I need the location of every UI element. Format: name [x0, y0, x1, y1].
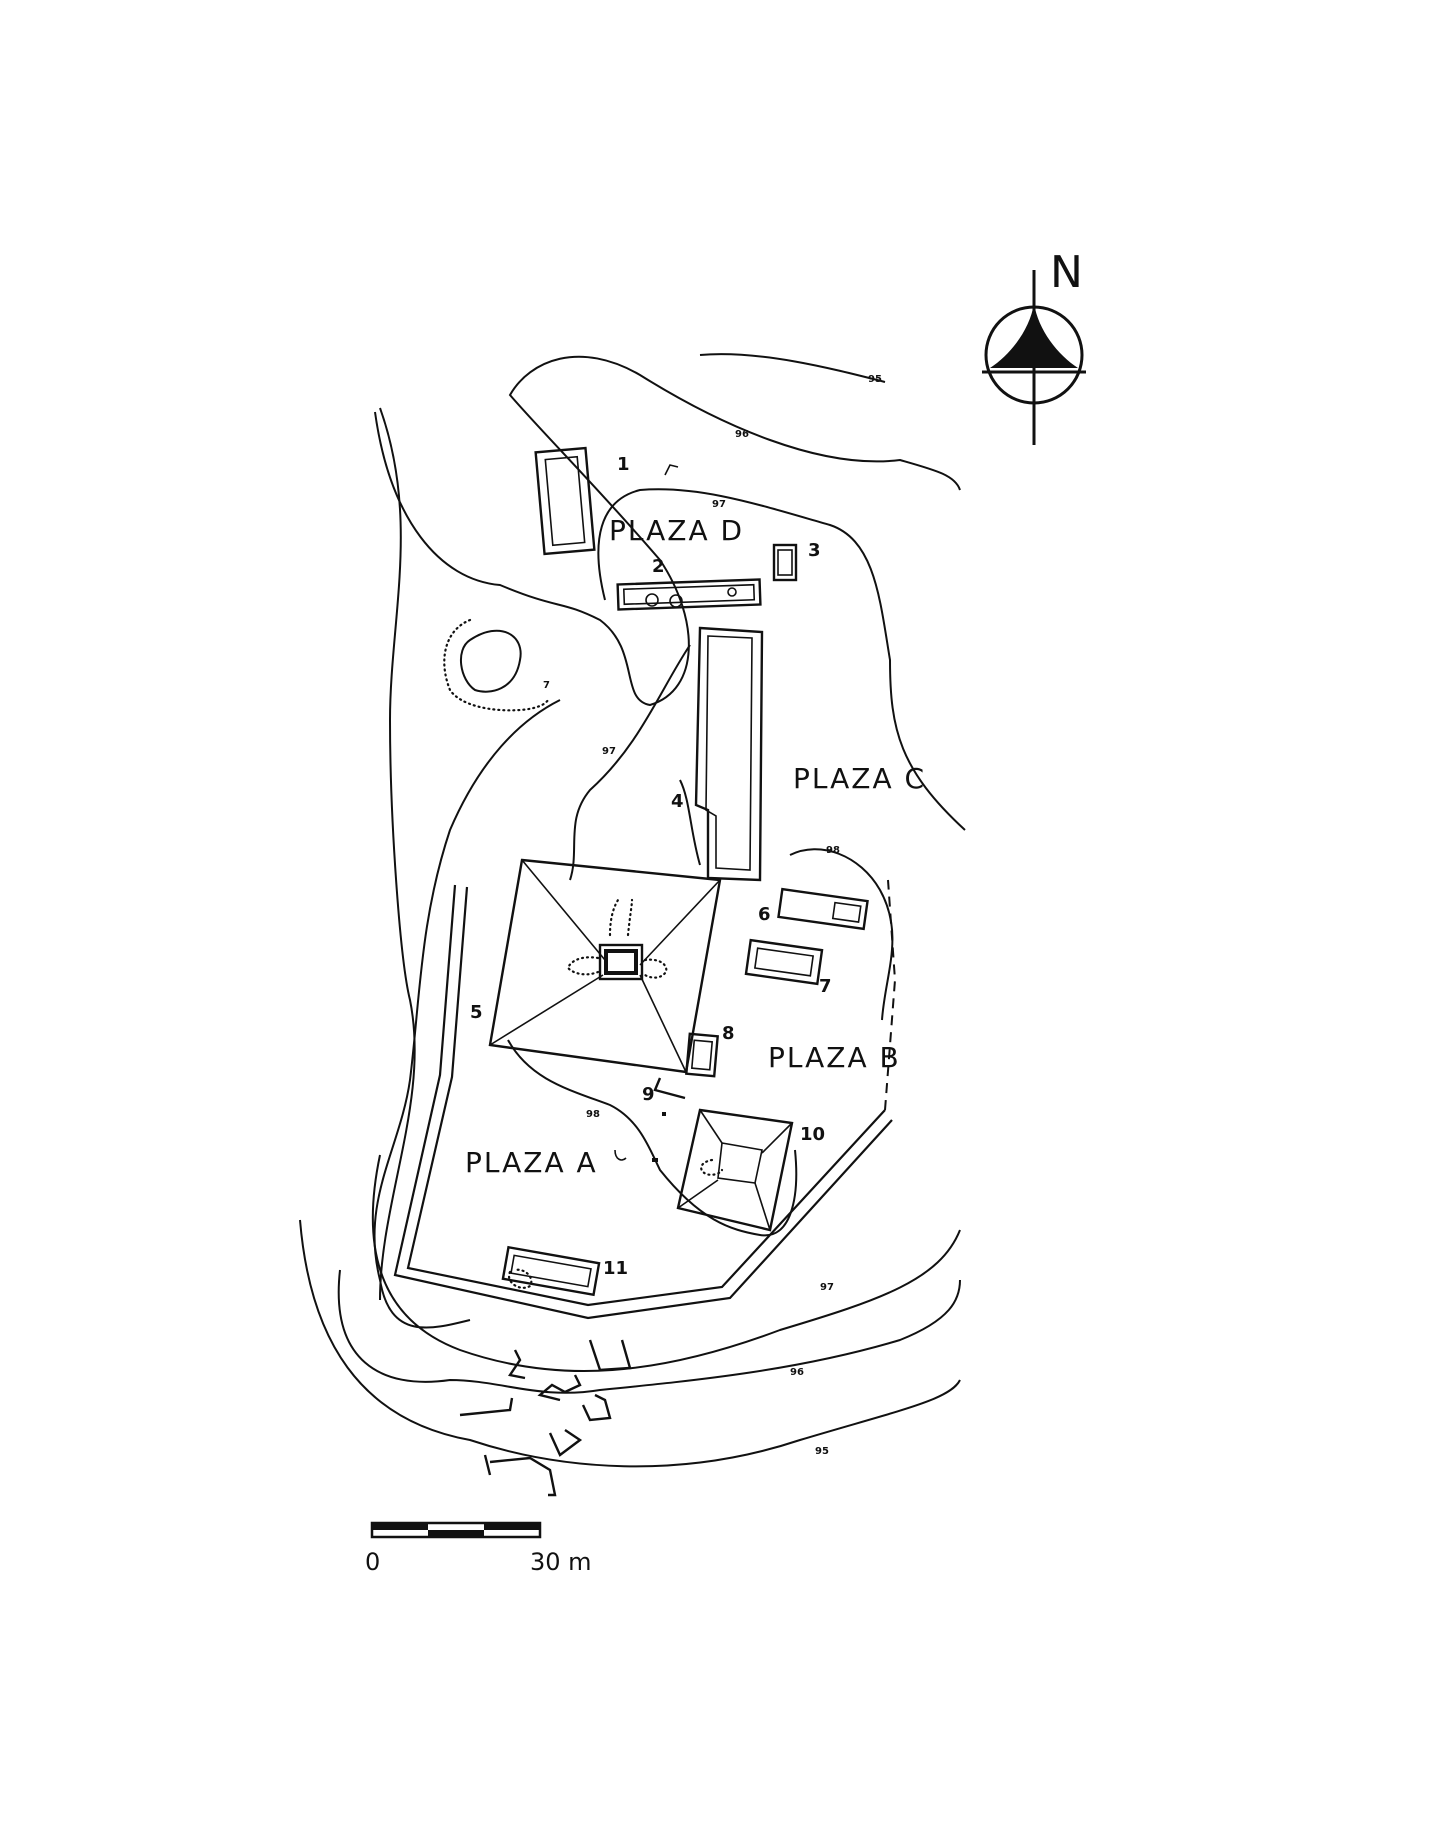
structure-2 [616, 578, 762, 611]
contour-label-96: 96 [735, 429, 749, 440]
scale-start-label: 0 [365, 1548, 380, 1576]
structure-number-11: 11 [603, 1258, 628, 1279]
structure-1 [534, 446, 596, 556]
contour-97-west [373, 699, 561, 1329]
structure-number-10: 10 [800, 1124, 825, 1145]
structure-3 [772, 543, 798, 582]
structure-4 [694, 626, 764, 882]
contour-labels: 95 96 97 98 97 98 97 96 95 7 [543, 374, 882, 1457]
structure-5-pyramid [488, 858, 722, 1074]
structure-number-5: 5 [470, 1002, 483, 1023]
structure-9 [614, 1077, 686, 1162]
plaza-b-label: PLAZA B [768, 1041, 901, 1074]
plaza-labels: PLAZA D PLAZA C PLAZA B PLAZA A [465, 514, 926, 1179]
structure-number-7: 7 [819, 976, 832, 997]
north-arrow: N [982, 247, 1086, 445]
structure-7 [744, 938, 824, 986]
structure-number-1: 1 [617, 454, 630, 475]
structure-8 [685, 1032, 719, 1078]
plaza-a-label: PLAZA A [465, 1146, 598, 1179]
marker-north [664, 464, 679, 476]
structure-number-8: 8 [722, 1023, 735, 1044]
scale-end-label: 30 m [530, 1548, 592, 1576]
structure-6 [777, 887, 869, 931]
north-label: N [1050, 247, 1083, 298]
structure-number-2: 2 [652, 556, 665, 577]
plaza-d-label: PLAZA D [609, 514, 744, 547]
contour-97-north [597, 488, 966, 831]
contour-98-center [679, 779, 701, 866]
contour-label-97-south: 97 [820, 1282, 834, 1293]
contour-97-south [371, 1154, 961, 1373]
plaza-c-label: PLAZA C [793, 762, 926, 795]
scale-bar: 0 30 m [365, 1521, 592, 1576]
enclosure-wall [393, 879, 897, 1320]
contour-far-west [379, 407, 416, 1301]
structure-11 [501, 1245, 601, 1297]
structure-number-6: 6 [758, 904, 771, 925]
contour-label-95: 95 [868, 374, 882, 385]
contour-96-south [337, 1269, 961, 1394]
structure-numbers: 1 2 3 4 5 6 7 8 9 10 11 [470, 454, 832, 1279]
contour-98-west [569, 644, 691, 881]
contour-label-95-south: 95 [815, 1446, 829, 1457]
contour-95-south [299, 1219, 961, 1468]
contour-label-97-west: 97 [602, 746, 616, 757]
structure-number-3: 3 [808, 540, 821, 561]
contour-label-98-plaza-a: 98 [586, 1109, 600, 1120]
contour-95-north [699, 353, 886, 383]
contour-label-98: 98 [826, 845, 840, 856]
contour-label-97: 97 [712, 499, 726, 510]
structure-number-4: 4 [671, 791, 684, 812]
pond-outline [459, 629, 522, 693]
structure-number-9: 9 [642, 1084, 655, 1105]
contour-96-north [374, 355, 961, 707]
contour-98-south [507, 1039, 798, 1237]
dotted-depression [443, 618, 550, 712]
contour-98-east [789, 848, 894, 1021]
structure-10-pyramid [676, 1108, 794, 1232]
outer-structures-south [459, 1339, 632, 1497]
contour-label-96-south: 96 [790, 1367, 804, 1378]
contour-label-pond: 7 [543, 680, 550, 691]
